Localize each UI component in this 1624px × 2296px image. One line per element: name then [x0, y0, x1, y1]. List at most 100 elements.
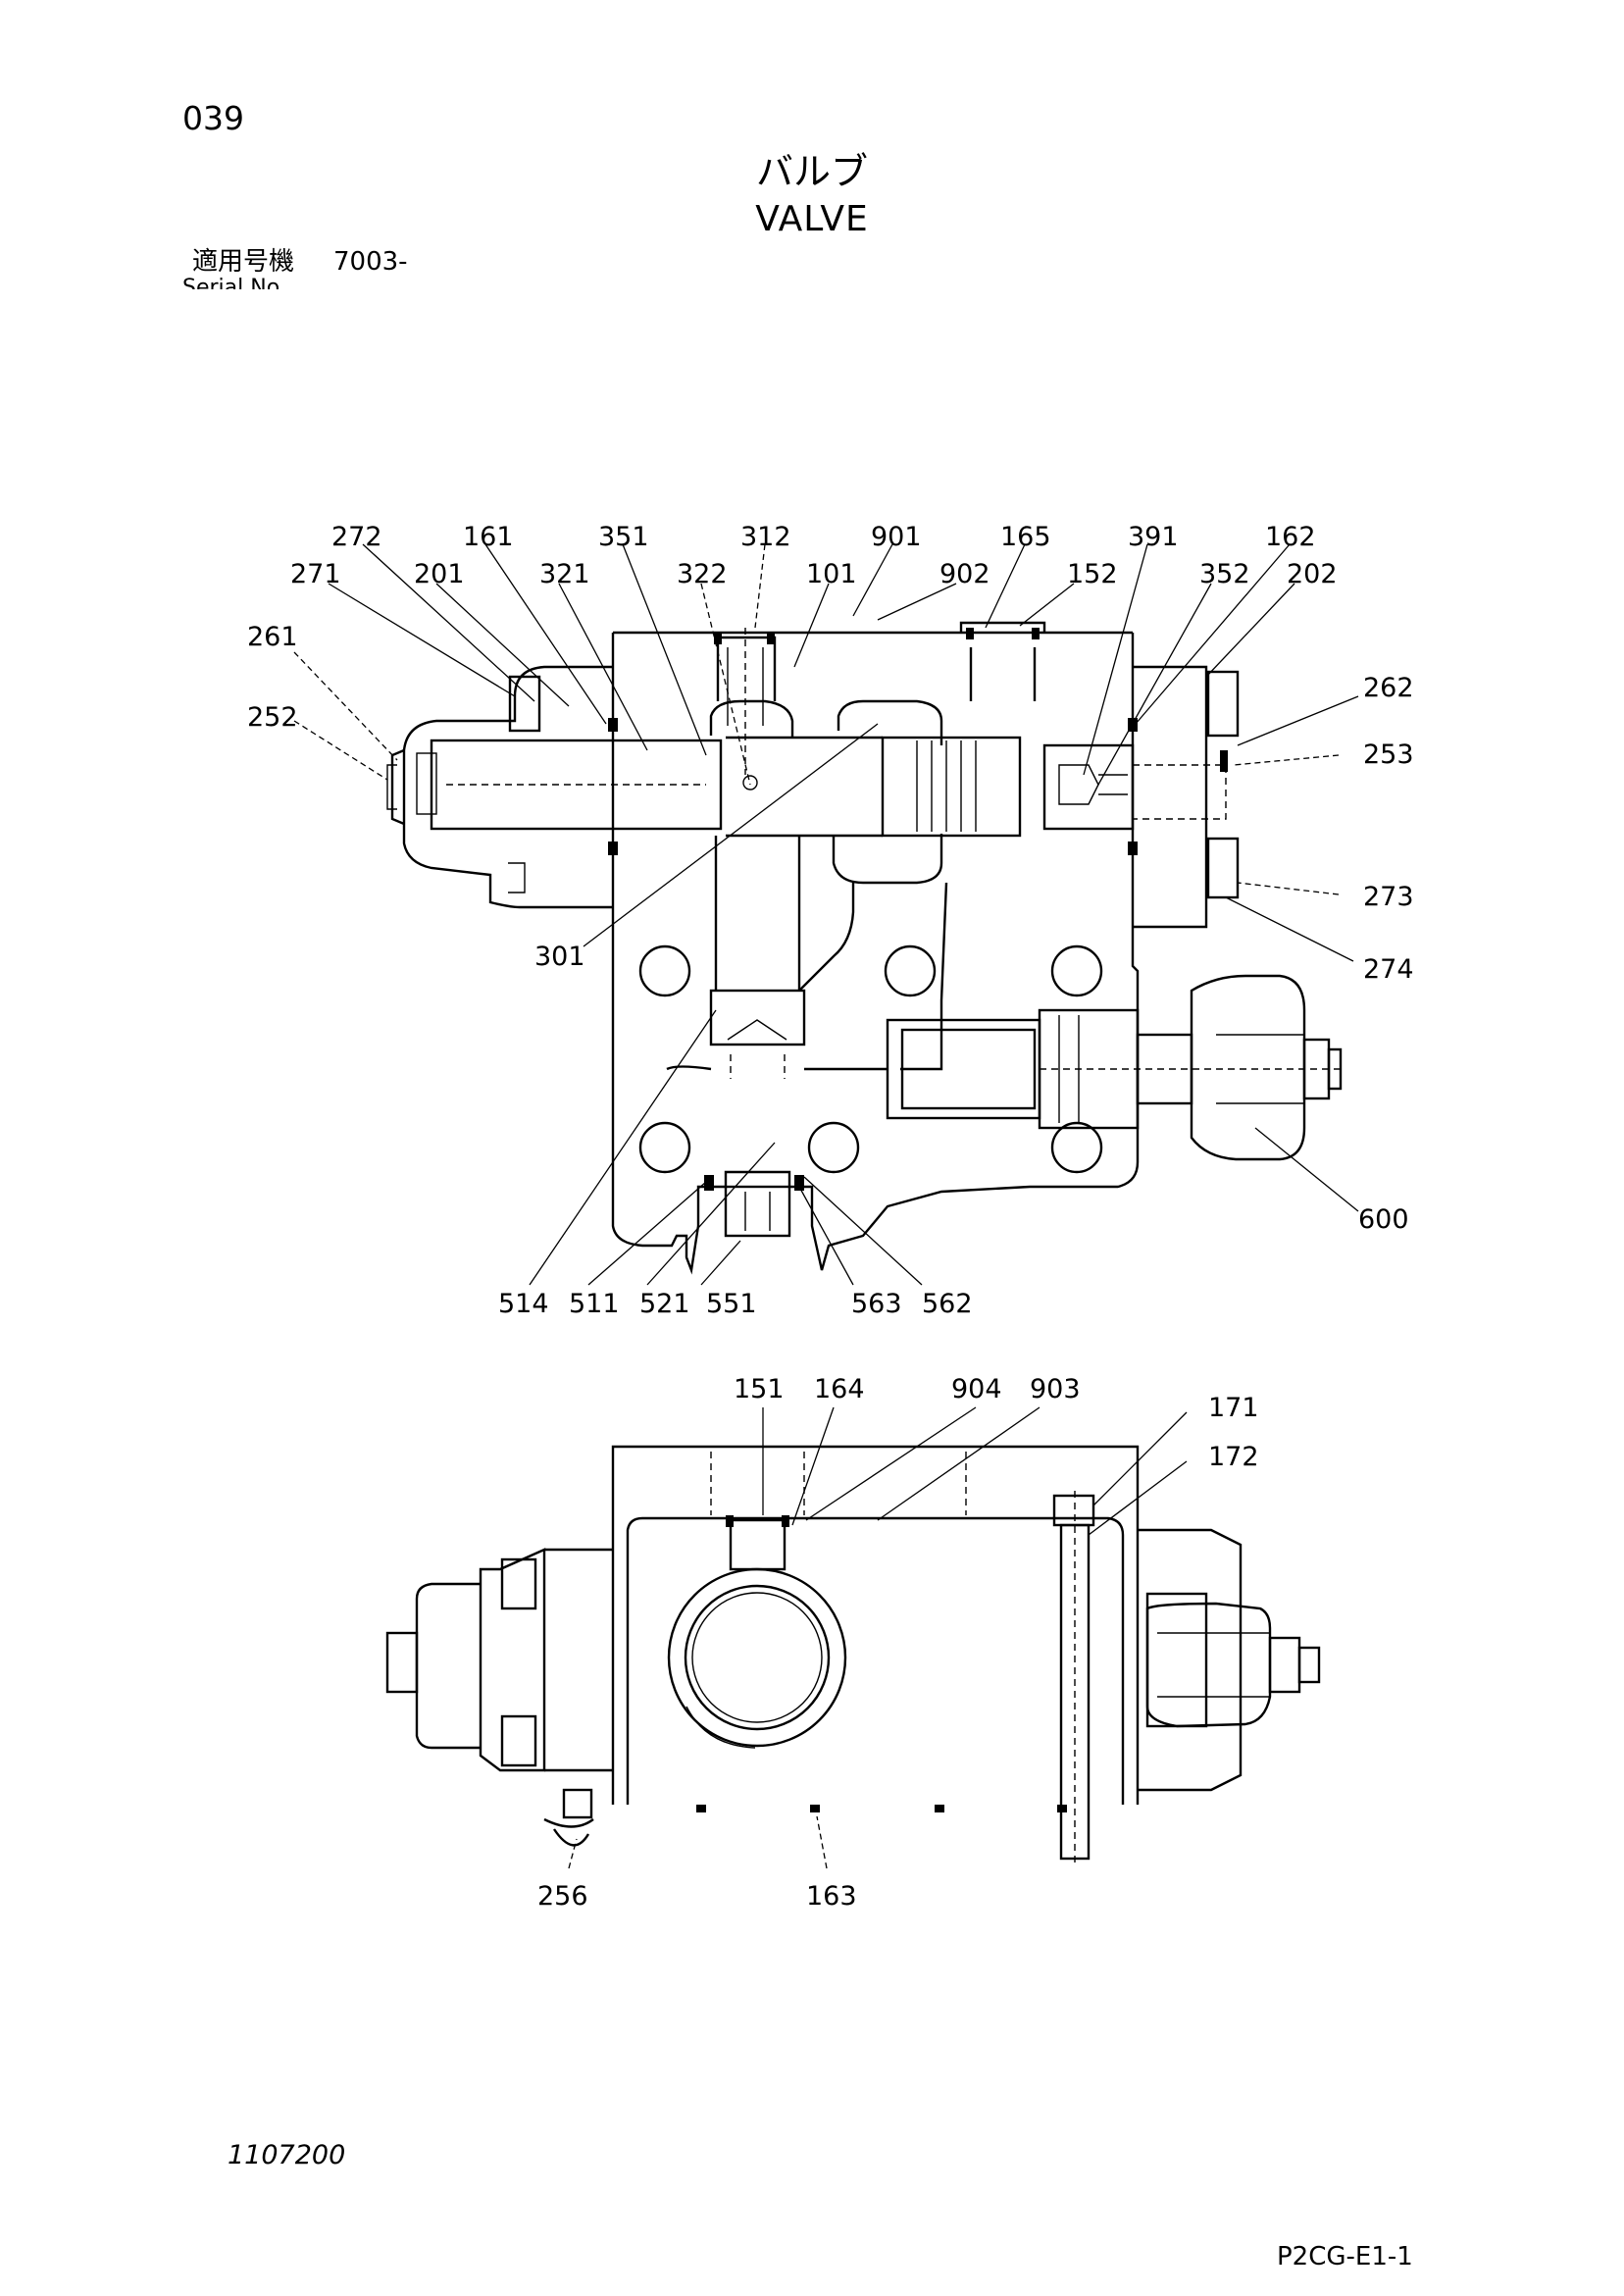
leader-272	[362, 543, 535, 702]
callout-101: 101	[806, 559, 857, 589]
side-leaders	[568, 1406, 1188, 1869]
callout-321: 321	[539, 559, 590, 589]
callout-262: 262	[1363, 673, 1414, 703]
nut-600	[1190, 974, 1306, 1161]
callout-514: 514	[498, 1289, 549, 1319]
callout-352: 352	[1199, 559, 1250, 589]
terminal-side-cap	[1297, 1646, 1321, 1684]
oring-511	[704, 1175, 714, 1191]
leader-256	[568, 1838, 578, 1869]
mount-hole-6	[1050, 1121, 1103, 1174]
serial-label-english: Serial No.	[182, 278, 286, 289]
pin-163-4	[1057, 1805, 1067, 1812]
leader-164	[791, 1406, 835, 1526]
callout-172: 172	[1208, 1442, 1259, 1472]
leader-521	[646, 1142, 776, 1286]
section-view	[386, 621, 1344, 1275]
leader-902	[877, 583, 957, 621]
leader-563	[798, 1186, 854, 1286]
callout-903: 903	[1030, 1374, 1081, 1404]
leader-171	[1092, 1411, 1188, 1506]
pin-163-2	[810, 1805, 820, 1812]
mount-hole-5	[807, 1121, 860, 1174]
callout-152: 152	[1067, 559, 1118, 589]
leader-201	[435, 583, 570, 707]
leader-321	[558, 583, 648, 751]
bolt-head-171	[1052, 1494, 1095, 1527]
leader-600	[1254, 1127, 1359, 1212]
leader-391	[1083, 543, 1148, 776]
side-view	[385, 1445, 1321, 1863]
mount-hole-1	[638, 944, 691, 997]
left-plug	[390, 748, 405, 826]
leader-165	[985, 543, 1026, 629]
leader-271	[328, 583, 516, 697]
callout-273: 273	[1363, 882, 1414, 912]
center-spool	[881, 736, 1022, 838]
leader-161	[484, 543, 607, 725]
leader-904	[805, 1406, 977, 1521]
leader-351	[622, 543, 707, 756]
port-152-seal-left	[966, 628, 974, 639]
callout-253: 253	[1363, 740, 1414, 770]
serial-value: 7003-	[333, 247, 408, 277]
leader-252	[293, 720, 388, 781]
callout-261: 261	[247, 622, 298, 652]
callout-164: 164	[814, 1374, 865, 1404]
leader-253	[1233, 754, 1340, 766]
callout-600: 600	[1358, 1204, 1409, 1235]
check-ball	[742, 775, 758, 791]
callout-301: 301	[534, 942, 585, 972]
oring-left-top	[608, 718, 618, 732]
port-152-seal-right	[1032, 628, 1040, 639]
leader-901	[852, 543, 893, 617]
title-english: VALVE	[755, 199, 869, 239]
leader-101	[793, 583, 830, 668]
bolt-lower-left	[508, 862, 526, 893]
callout-901: 901	[871, 522, 922, 552]
leader-262	[1237, 695, 1359, 746]
bracket-outer	[611, 1445, 1140, 1805]
callout-202: 202	[1287, 559, 1338, 589]
passage-lower	[666, 1065, 888, 1071]
mount-hole-2	[884, 944, 937, 997]
callout-271: 271	[290, 559, 341, 589]
plug-152	[959, 621, 1046, 633]
callout-391: 391	[1128, 522, 1179, 552]
body-outline	[611, 633, 1140, 1275]
port-151-seal-right	[782, 1515, 789, 1527]
right-adapter	[1145, 1592, 1208, 1728]
upper-cavity	[837, 699, 943, 745]
terminal-side	[1268, 1636, 1301, 1694]
port-inner-ring	[684, 1584, 831, 1731]
bracket-inner	[626, 1516, 1125, 1805]
callout-274: 274	[1363, 954, 1414, 985]
bolt-256-head	[562, 1788, 593, 1819]
port-fitting-151	[729, 1518, 787, 1571]
check-valve-hidden	[730, 1054, 786, 1079]
port-chamfer	[685, 1706, 756, 1749]
callout-162: 162	[1265, 522, 1316, 552]
callout-902: 902	[939, 559, 990, 589]
leader-511	[587, 1181, 707, 1286]
left-fitting	[416, 752, 437, 815]
leader-202	[1205, 583, 1295, 678]
right-plug-hidden	[1133, 764, 1227, 820]
left-solenoid-body	[415, 1582, 481, 1750]
bolt-272	[508, 675, 541, 733]
bolt-262	[1206, 670, 1240, 738]
mount-hole-3	[1050, 944, 1103, 997]
right-block	[1138, 1528, 1243, 1792]
section-leaders	[293, 543, 1359, 1286]
left-plug-inner	[386, 764, 397, 810]
oring-563	[794, 1175, 804, 1191]
upper-port-left	[709, 699, 794, 738]
pin-163-1	[696, 1805, 706, 1812]
left-cap-outline	[402, 665, 613, 909]
check-valve-514	[709, 989, 806, 1046]
callout-labels: 272 161 351 312 901 165 391 162 271 201 …	[247, 522, 1414, 1912]
hex-nut-side	[1145, 1602, 1272, 1728]
leader-261	[293, 651, 398, 761]
leader-163	[816, 1815, 828, 1869]
relief-valve-housing	[1042, 743, 1135, 831]
